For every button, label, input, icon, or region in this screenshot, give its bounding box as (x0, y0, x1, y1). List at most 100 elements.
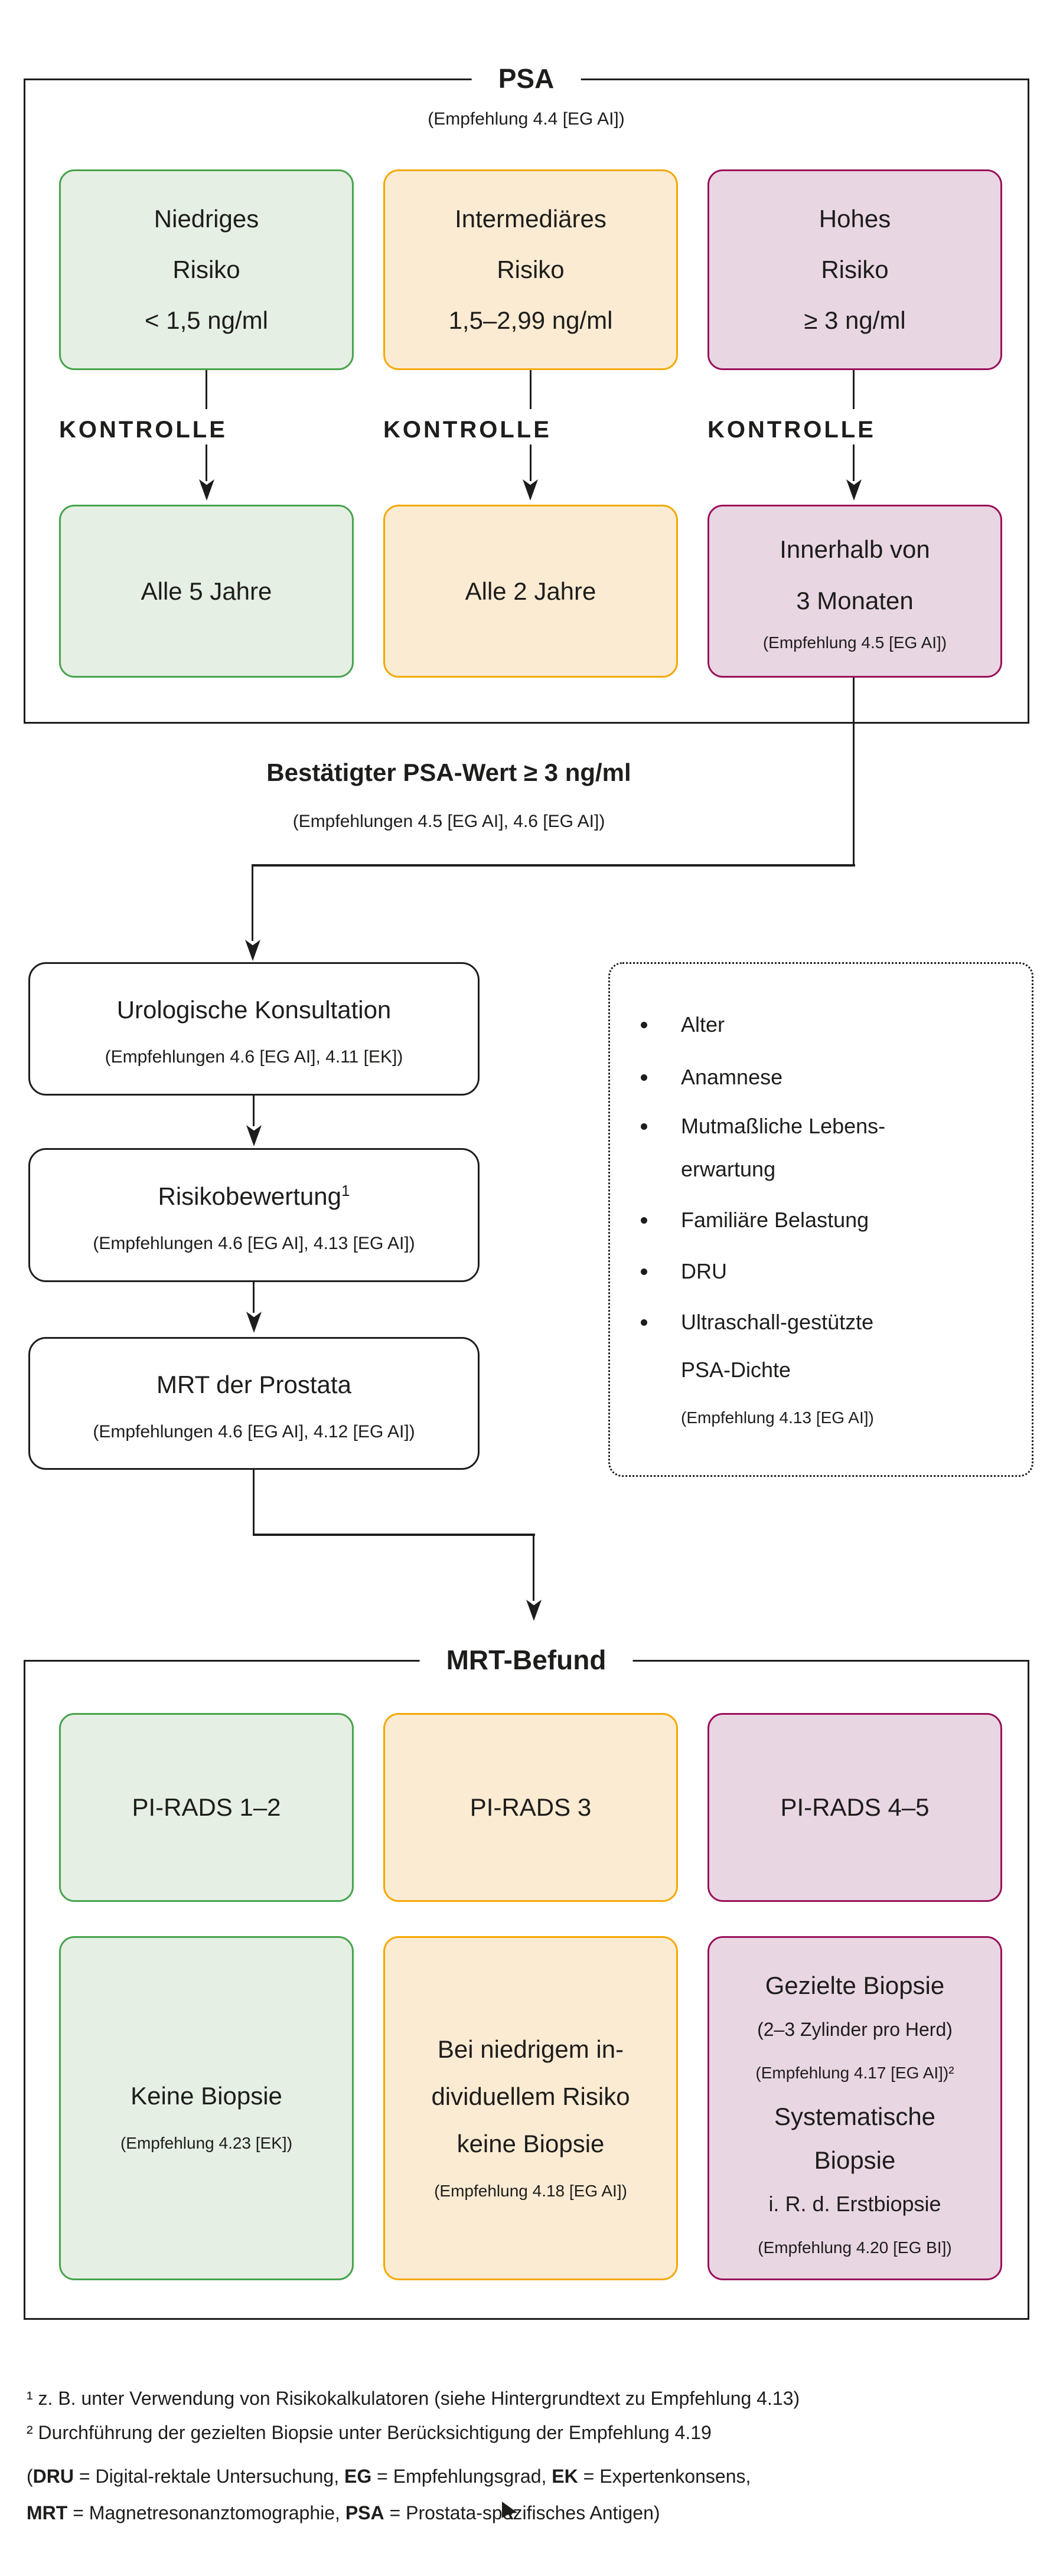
footnote-2: ² Durchführung der gezielten Biopsie unt… (27, 2422, 712, 2443)
connector-line (206, 444, 207, 481)
factor-item: Ultraschall-gestützte (681, 1310, 874, 1334)
result-line: dividuellem Risiko (431, 2082, 630, 2110)
step-note: (Empfehlungen 4.6 [EG AI], 4.11 [EK]) (105, 1047, 403, 1067)
connector-line (253, 1096, 255, 1126)
factor-item: Anamnese (681, 1065, 783, 1089)
factor-item: Alter (681, 1012, 725, 1037)
result-box-no-biopsy: Keine Biopsie (Empfehlung 4.23 [EK]) (59, 1936, 354, 2280)
arrow-down-icon (246, 1312, 262, 1333)
connector-line (533, 1536, 534, 1601)
risk-box-low-value: < 1,5 ng/ml (145, 306, 268, 334)
result-box-low-risk-no-biopsy: Bei niedrigem in- dividuellem Risiko kei… (383, 1936, 678, 2280)
interval-box-high-line1: Innerhalb von (780, 535, 930, 563)
factors-box: Alter Anamnese Mutmaßliche Lebens- erwar… (608, 962, 1033, 1477)
bullet-icon (641, 1269, 647, 1275)
step-title: Urologische Konsultation (117, 989, 392, 1025)
interval-box-low-line1: Alle 5 Jahre (141, 577, 272, 605)
bullet-icon (641, 1022, 647, 1028)
step-box-mrt-der-prostata: MRT der Prostata (Empfehlungen 4.6 [EG A… (28, 1337, 480, 1470)
step-box-urologische-konsultation: Urologische Konsultation (Empfehlungen 4… (28, 962, 480, 1096)
connector-line (530, 444, 532, 481)
step-title-text: MRT der Prostata (156, 1370, 351, 1398)
abbrev-dru: DRU (32, 2466, 74, 2487)
confirmed-psa-title: Bestätigter PSA-Wert ≥ 3 ng/ml (266, 759, 631, 786)
abbrev-mrt: MRT (27, 2502, 68, 2523)
factor-item: Familiäre Belastung (681, 1208, 869, 1232)
result-note: (Empfehlung 4.23 [EK]) (120, 2133, 293, 2152)
step-title-sup: 1 (341, 1181, 350, 1199)
bullet-icon (641, 1319, 647, 1326)
interval-box-intermediate: Alle 2 Jahre (383, 505, 678, 678)
connector-line (252, 864, 253, 941)
risk-box-intermediate-line2: Risiko (497, 256, 565, 283)
bullet-icon (641, 1074, 647, 1081)
risk-box-intermediate: Intermediäres Risiko 1,5–2,99 ng/ml (383, 169, 678, 370)
result-line: keine Biopsie (456, 2129, 605, 2157)
result-note: (Empfehlung 4.17 [EG AI])² (755, 2063, 954, 2082)
abbrev-psa: PSA (345, 2502, 384, 2523)
interval-box-high: Innerhalb von 3 Monaten (Empfehlung 4.5 … (707, 505, 1002, 678)
pirads-box-4-5: PI-RADS 4–5 (707, 1713, 1002, 1902)
step-note: (Empfehlungen 4.6 [EG AI], 4.12 [EG AI]) (93, 1421, 415, 1441)
abbrev-text: ( (27, 2466, 33, 2487)
footnote-1: ¹ z. B. unter Verwendung von Risikokalku… (27, 2388, 800, 2409)
pirads-label: PI-RADS 1–2 (132, 1793, 281, 1821)
connector-line (253, 1282, 255, 1313)
step-title-text: Urologische Konsultation (116, 996, 392, 1024)
kontrolle-label-high: KONTROLLE (707, 417, 876, 443)
abbrev-eg: EG (344, 2466, 372, 2487)
result-line: Keine Biopsie (131, 2081, 282, 2110)
connector-line (530, 370, 532, 409)
result-note: (2–3 Zylinder pro Herd) (757, 2018, 953, 2040)
result-line: Bei niedrigem in- (437, 2035, 624, 2063)
result-note: (Empfehlung 4.20 [EG BI]) (758, 2238, 952, 2257)
connector-line (253, 864, 855, 867)
kontrolle-label-intermediate: KONTROLLE (383, 417, 552, 443)
risk-box-high: Hohes Risiko ≥ 3 ng/ml (707, 169, 1002, 370)
abbrev-text: = Magnetresonanztomographie, (67, 2502, 345, 2523)
result-box-targeted-biopsy: Gezielte Biopsie (2–3 Zylinder pro Herd)… (707, 1936, 1002, 2280)
psa-section-note: (Empfehlung 4.4 [EG AI]) (428, 109, 625, 129)
risk-box-low-line2: Risiko (172, 256, 240, 283)
pirads-box-3: PI-RADS 3 (383, 1713, 678, 1902)
interval-box-intermediate-line1: Alle 2 Jahre (465, 577, 596, 605)
confirmed-psa-note: (Empfehlungen 4.5 [EG AI], 4.6 [EG AI]) (292, 812, 605, 831)
abbrev-text: = Digital-rektale Untersuchung, (73, 2466, 344, 2487)
result-note: (Empfehlung 4.18 [EG AI]) (434, 2181, 627, 2200)
abbreviations-line-1: (DRU = Digital-rektale Untersuchung, EG … (27, 2463, 751, 2490)
connector-line (853, 444, 855, 481)
arrow-down-icon (246, 1125, 262, 1146)
interval-box-high-line2: 3 Monaten (796, 586, 914, 614)
step-title: Risikobewertung1 (158, 1175, 350, 1212)
factor-item: Mutmaßliche Lebens- (681, 1114, 886, 1138)
risk-box-low-line1: Niedriges (154, 205, 259, 233)
abbrev-text: = Empfehlungsgrad, (371, 2466, 552, 2487)
step-title-text: Risikobewertung (158, 1182, 342, 1210)
factor-item-wrap: PSA-Dichte (681, 1358, 791, 1382)
abbrev-ek: EK (552, 2466, 578, 2487)
pirads-label: PI-RADS 3 (469, 1793, 592, 1821)
abbrev-text: = Prostata-spezifisches Antigen) (384, 2502, 660, 2523)
arrow-down-icon (245, 940, 260, 961)
result-line: Gezielte Biopsie (765, 1971, 945, 1999)
result-line: i. R. d. Erstbiopsie (768, 2191, 941, 2216)
arrow-down-icon (526, 1600, 542, 1621)
kontrolle-label-low: KONTROLLE (59, 417, 227, 443)
psa-section-title: PSA (471, 63, 581, 94)
result-line: Systematische (774, 2102, 936, 2130)
factor-item: DRU (681, 1259, 727, 1283)
result-line: Biopsie (814, 2146, 896, 2174)
step-note: (Empfehlungen 4.6 [EG AI], 4.13 [EG AI]) (93, 1233, 415, 1253)
connector-line (853, 370, 855, 409)
factors-note: (Empfehlung 4.13 [EG AI]) (681, 1408, 874, 1427)
step-box-risikobewertung: Risikobewertung1 (Empfehlungen 4.6 [EG A… (28, 1148, 480, 1282)
interval-box-low: Alle 5 Jahre (59, 505, 354, 678)
connector-line (206, 370, 207, 409)
step-title: MRT der Prostata (156, 1364, 351, 1400)
risk-box-high-line2: Risiko (821, 256, 889, 283)
risk-box-high-line1: Hohes (819, 205, 891, 233)
abbreviations-line-2: MRT = Magnetresonanztomographie, PSA = P… (27, 2499, 660, 2526)
pirads-label: PI-RADS 4–5 (780, 1793, 930, 1821)
factor-item-wrap: erwartung (681, 1157, 776, 1181)
